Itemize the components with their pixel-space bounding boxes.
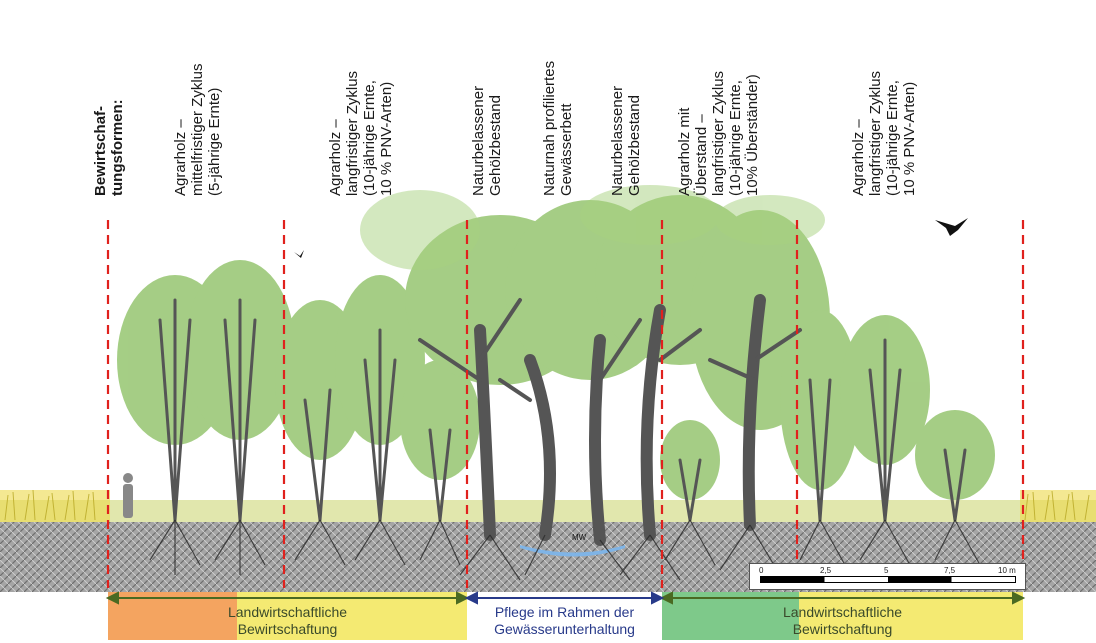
band-landwirtschaft-left (108, 592, 467, 640)
band-arrows (105, 591, 1026, 605)
column-label-agrarholz-langfristig: Agrarholz – langfristiger Zyklus (10-jäh… (327, 70, 395, 196)
bird-icon (935, 218, 968, 236)
band-text-landwirtschaft-left: Landwirtschaftliche Bewirtschaftung (227, 604, 348, 637)
scale-label-0: 0 (759, 566, 764, 575)
scale-label-5: 5 (884, 566, 889, 575)
water-level-label: MW (572, 533, 587, 542)
column-label-gewaesserbett: Naturnah profiliertes Gewässerbett (541, 60, 575, 196)
person-silhouette (123, 473, 133, 518)
scale-label-10m: 10 m (998, 566, 1016, 575)
band-text-landwirtschaft-right: Landwirtschaftliche Bewirtschaftung (782, 604, 903, 637)
band-landwirtschaft-right (662, 592, 1023, 640)
band-pflege (467, 592, 662, 640)
column-label-naturbelassen-2: Naturbelassener Gehölzbestand (609, 85, 643, 196)
scale-label-2-5: 2,5 (820, 566, 832, 575)
band-text-pflege: Pflege im Rahmen der Gewässerunterhaltun… (494, 604, 635, 637)
water-channel (520, 545, 625, 557)
column-label-agrarholz-langfristig-2: Agrarholz – langfristiger Zyklus (10-jäh… (850, 70, 918, 196)
column-label-naturbelassen-1: Naturbelassener Gehölzbestand (470, 85, 504, 196)
column-label-agrarholz-ueberstand: Agrarholz mit Überstand – langfristiger … (676, 70, 761, 196)
scale-bar: 0 2,5 5 7,5 10 m (749, 563, 1026, 590)
column-label-agrarholz-mittelfristig: Agrarholz – mittelfristiger Zyklus (5-jä… (172, 63, 223, 196)
bird-icon-small (294, 250, 304, 258)
header-title: Bewirtschaf- tungsformen: (92, 99, 126, 196)
divider-lines (106, 220, 1025, 588)
scale-label-7-5: 7,5 (944, 566, 956, 575)
